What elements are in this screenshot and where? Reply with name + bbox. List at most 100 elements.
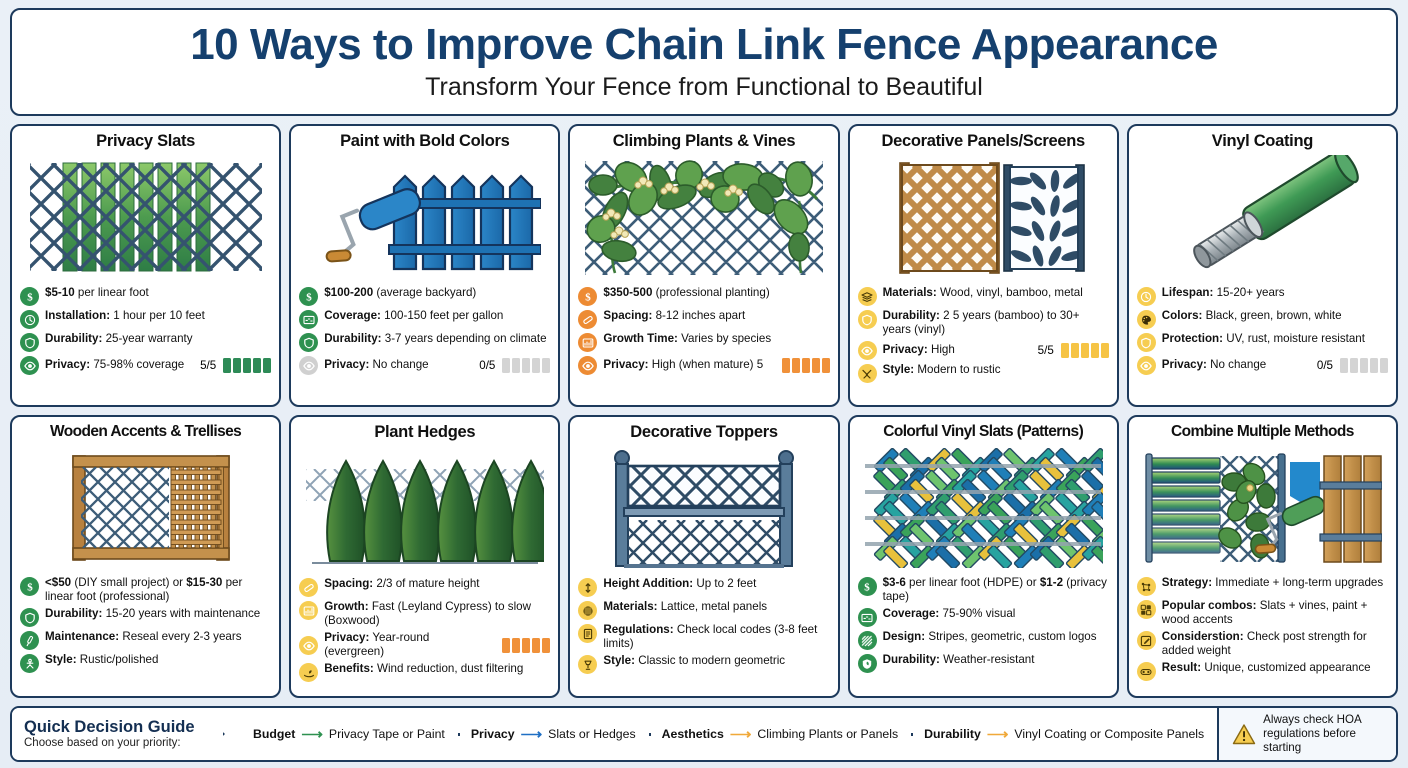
fact-row: $ $5-10 per linear foot (20, 286, 271, 307)
fact-row: $$100-200 (average backyard) (299, 286, 550, 307)
coverage-icon (299, 310, 319, 330)
fact-row: Durability: 3-7 years depending on clima… (299, 332, 550, 353)
shield-icon (857, 310, 877, 330)
ruler-icon (299, 578, 319, 598)
dollar-icon: $ (20, 287, 39, 307)
rating-score: 0/5 (479, 358, 496, 372)
chain-link-with-green-slats-illustration (20, 154, 271, 282)
fact-row: Durability: 2 5 years (bamboo) to 30+ ye… (857, 309, 1109, 337)
leaf-hand-icon (299, 663, 319, 683)
rating-pip (233, 357, 242, 373)
rating-pip (1080, 342, 1089, 358)
card-title: Privacy Slats (96, 132, 196, 150)
fact-row: $ $3-6 per linear foot (HDPE) or $1-2 (pr… (857, 576, 1109, 604)
fact-text: Privacy: High (882, 343, 955, 357)
tape-icon (1136, 662, 1156, 682)
privacy-rating (774, 357, 830, 373)
eye-icon (299, 636, 319, 656)
method-card[interactable]: Wooden Accents & Trellises $<$50 (DIY sm… (10, 415, 282, 698)
decision-item-value: Vinyl Coating or Composite Panels (1014, 727, 1205, 741)
fact-row: Materials: Wood, vinyl, bamboo, metal (857, 286, 1109, 307)
fact-text: $3-6 per linear foot (HDPE) or $1-2 (pri… (882, 576, 1107, 604)
fact-text: Durability: 15-20 years with maintenance (45, 607, 261, 621)
fact-text: $5-10 per linear foot (45, 286, 149, 300)
fact-row: Regulations: Check local codes (3-8 feet… (578, 623, 829, 651)
fact-row: Protection: UV, rust, moisture resistant (1136, 332, 1388, 353)
arrow-icon: ⟶ (301, 725, 323, 743)
decision-item-key: Aesthetics (661, 727, 724, 741)
dollar-icon: $ (578, 287, 598, 307)
vines-on-chain-link-illustration (578, 154, 829, 282)
fact-text: Durability: 25-year warranty (45, 332, 193, 346)
rating-pip (781, 357, 790, 373)
wood-frame-trellis-on-chain-link-illustration (20, 444, 271, 572)
grid-icon (578, 601, 598, 621)
fact-text: Installation: 1 hour per 10 feet (45, 309, 205, 323)
arrow-icon: ⟶ (520, 725, 543, 743)
rating-pip (532, 637, 541, 653)
rating-pip (1360, 357, 1368, 373)
eye-icon (299, 356, 319, 376)
fact-row: Privacy: High (when mature) 5 (578, 355, 830, 376)
fact-text: Benefits: Wind reduction, dust filtering (324, 662, 524, 676)
fact-text: Privacy: Year-round (evergreen) (324, 631, 430, 659)
rating-pips (502, 637, 551, 653)
card-title: Colorful Vinyl Slats (Patterns) (883, 423, 1084, 440)
method-card[interactable]: Paint with Bold Colors $$100-200 (averag… (289, 124, 561, 407)
rating-pip (801, 357, 810, 373)
rating-pip (542, 637, 551, 653)
card-facts: Strategy: Immediate + long-term upgrades… (1136, 576, 1388, 691)
decision-item[interactable]: Durability⟶Vinyl Coating or Composite Pa… (911, 727, 1217, 742)
decision-item[interactable]: Aesthetics⟶Climbing Plants or Panels (648, 727, 912, 742)
shield-icon (20, 333, 39, 353)
brush-icon (20, 631, 39, 651)
method-card[interactable]: Combine Multiple Methods Strategy: Immed… (1126, 415, 1398, 698)
growth-chart-icon (578, 333, 598, 353)
fact-text: $100-200 (average backyard) (324, 286, 477, 300)
wood-lattice-and-metal-screen-panels-illustration (858, 154, 1109, 282)
rating-pips (1340, 357, 1388, 373)
card-title: Vinyl Coating (1211, 132, 1314, 150)
method-card[interactable]: Colorful Vinyl Slats (Patterns) $ $3-6 pe… (847, 415, 1119, 698)
fact-text: Durability: Weather-resistant (882, 653, 1035, 667)
rating-pip (253, 357, 262, 373)
ruler-icon (578, 310, 598, 330)
fact-row: Privacy: Year-round (evergreen) (299, 631, 551, 659)
style-icon (20, 654, 39, 674)
herringbone-colored-vinyl-weave-illustration (858, 444, 1109, 572)
fact-text: Durability: 2 5 years (bamboo) to 30+ ye… (882, 309, 1080, 337)
rating-pip (512, 637, 521, 653)
decision-item-value: Climbing Plants or Panels (757, 727, 899, 741)
dollar-icon: $ (857, 577, 877, 597)
fact-text: Style: Rustic/polished (45, 653, 159, 667)
fact-text: $350-500 (professional planting) (603, 286, 770, 300)
clock-icon (1136, 287, 1156, 307)
rating-pip (502, 357, 511, 373)
decision-guide-banner: Quick Decision Guide Choose based on you… (12, 708, 224, 760)
decision-item[interactable]: Budget⟶Privacy Tape or Paint (240, 727, 458, 742)
method-card[interactable]: Plant Hedges Spacing: 2/3 of mature heig… (289, 415, 561, 698)
decision-item[interactable]: Privacy⟶Slats or Hedges (457, 725, 649, 743)
decision-item-key: Durability (924, 727, 981, 741)
svg-text:$: $ (864, 581, 870, 592)
eye-icon (1136, 356, 1156, 376)
combined-slats-vines-paint-wood-illustration (1137, 444, 1388, 572)
method-card[interactable]: Decorative Toppers Height Addition: Up t… (568, 415, 840, 698)
method-card[interactable]: Climbing Plants & Vines $$350-500 (profe… (568, 124, 840, 407)
fact-row: Benefits: Wind reduction, dust filtering (299, 662, 550, 683)
fact-text: Popular combos: Slats + vines, paint + w… (1161, 599, 1368, 627)
fact-row: Spacing: 2/3 of mature height (299, 577, 550, 598)
card-title: Wooden Accents & Trellises (50, 423, 242, 440)
fact-row: $<$50 (DIY small project) or $15-30 per … (20, 576, 271, 604)
fact-row: Style: Modern to rustic (857, 363, 1109, 384)
decision-guide-subtitle: Choose based on your priority: (24, 737, 181, 750)
rating-pip (791, 357, 800, 373)
growth-chart-icon (299, 601, 319, 621)
rating-pips (1060, 342, 1109, 358)
method-card[interactable]: Decorative Panels/Screens Materials: Woo… (847, 124, 1119, 407)
